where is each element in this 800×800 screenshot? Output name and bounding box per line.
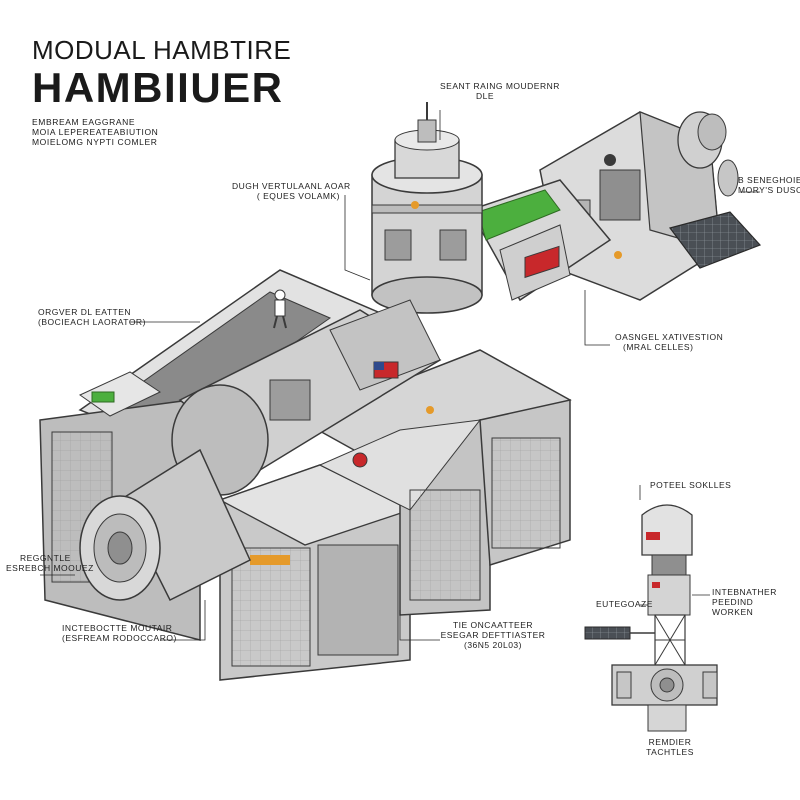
flag-icon <box>373 361 399 379</box>
cargo-crate <box>479 399 571 566</box>
solar-panel <box>668 211 762 269</box>
flag-icon <box>524 245 560 279</box>
diagram-heading-line1: MODUAL HAMBTIRE <box>32 35 292 65</box>
inset-left-label: EUTEGOAZE <box>596 599 653 609</box>
cargo-crate <box>218 464 412 681</box>
front-docking-module <box>79 448 251 602</box>
callout-orbital-node: OASNGEL XATIVESTION(MRAL CELLES) <box>615 332 724 352</box>
top-tower-module <box>371 102 483 314</box>
callout-research-lab: ORGVER DL EATTEN(BOCIEACH LAORATOR) <box>38 307 146 327</box>
greenhouse-module <box>468 179 612 302</box>
inset-top-label: POTEEL SOKLLES <box>650 480 732 490</box>
callout-interceptor: INCTEBOCTTE MOUTAIR(ESFREAM RODOCCARO) <box>62 623 177 643</box>
cargo-crate <box>318 418 491 616</box>
callout-docking-adapter: DUGH VERTULAANL AOAR( EQUES VOLAMK) <box>232 181 351 201</box>
main-hull <box>39 269 572 681</box>
leader-lines <box>40 110 760 641</box>
inset-station-diagram <box>584 485 718 732</box>
astronaut-icon <box>273 289 287 329</box>
greenhouse-tray <box>78 371 162 417</box>
central-cylinder-module <box>171 299 442 496</box>
diagram-title: HAMBIIUER <box>32 64 284 111</box>
callout-right-module: B SENEGHOIE SMORY'S DUSOLEM <box>738 175 800 195</box>
